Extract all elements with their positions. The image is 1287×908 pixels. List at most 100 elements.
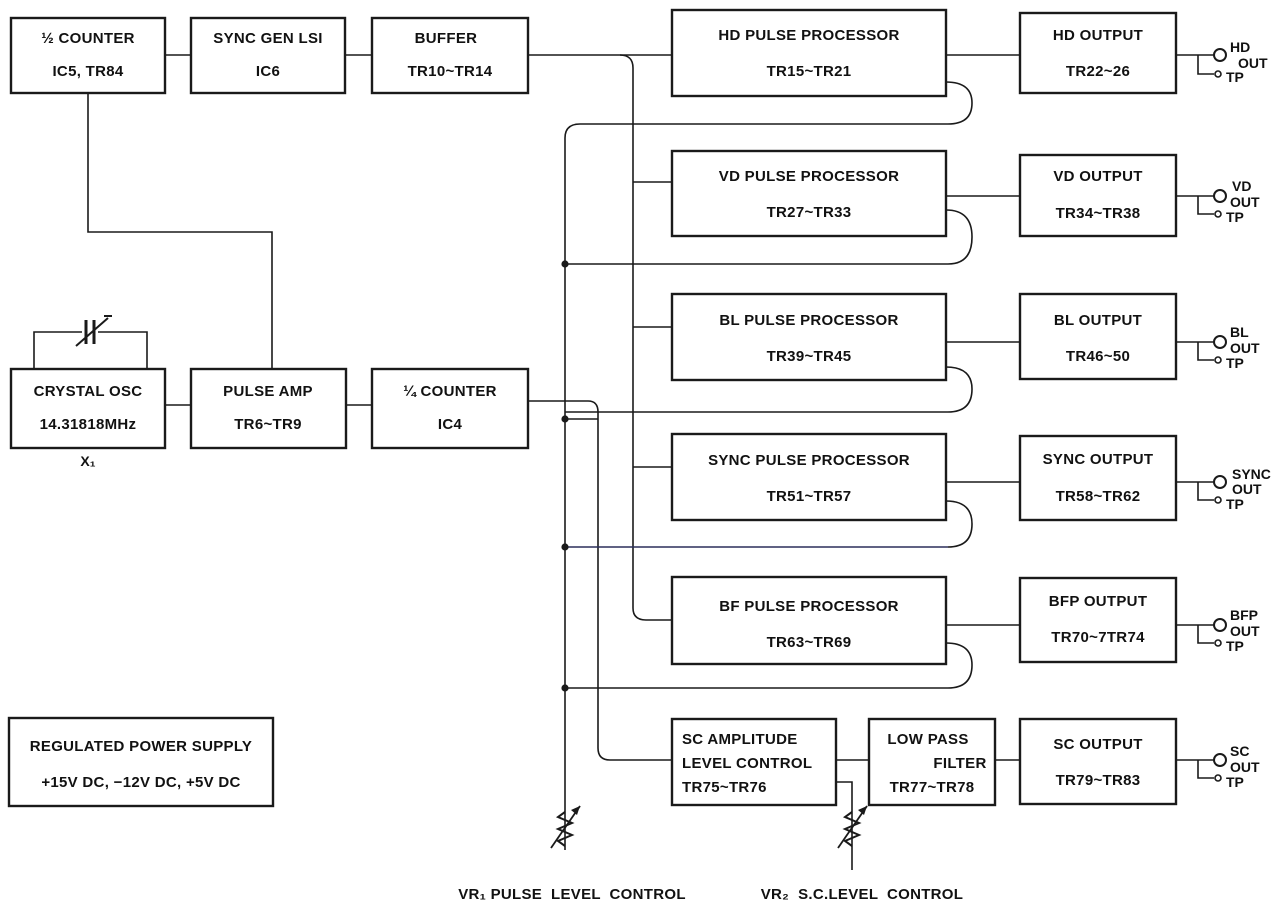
bl-terminal-tp: TP — [1226, 355, 1244, 371]
bfp-output-block: BFP OUTPUT TR70~7TR74 — [1018, 576, 1178, 664]
bl-terminal-name: BL — [1230, 324, 1249, 340]
vd-processor-title: VD PULSE PROCESSOR — [719, 168, 899, 185]
vd-pulse-processor-block: VD PULSE PROCESSOR TR27~TR33 — [670, 149, 948, 238]
quarter-counter-title: ¼ COUNTER — [403, 383, 497, 400]
sync-gen-title: SYNC GEN LSI — [213, 30, 322, 47]
sync-terminal-tp: TP — [1226, 496, 1244, 512]
sc-terminal: SC OUT TP — [1176, 743, 1260, 790]
sc-amplitude-line1: SC AMPLITUDE — [682, 731, 798, 748]
pulse-amp-title: PULSE AMP — [223, 383, 313, 400]
vd-terminal-out: OUT — [1230, 194, 1260, 210]
vd-terminal-tp: TP — [1226, 209, 1244, 225]
pulse-amp-block: PULSE AMP TR6~TR9 — [189, 367, 348, 450]
bl-output-transistors: TR46~50 — [1066, 348, 1130, 365]
vr2-label: VR₂ S.C.LEVEL CONTROL — [761, 886, 963, 903]
sc-output-block: SC OUTPUT TR79~TR83 — [1018, 717, 1178, 806]
sc-terminal-out: OUT — [1230, 759, 1260, 775]
buffer-title: BUFFER — [415, 30, 478, 47]
pulse-amp-transistors: TR6~TR9 — [234, 416, 302, 433]
vd-terminal: VD OUT TP — [1176, 178, 1260, 225]
sync-processor-transistors: TR51~TR57 — [767, 488, 852, 505]
sync-pulse-processor-block: SYNC PULSE PROCESSOR TR51~TR57 — [670, 432, 948, 522]
bfp-terminal: BFP OUT TP — [1176, 607, 1260, 654]
sync-output-block: SYNC OUTPUT TR58~TR62 — [1018, 434, 1178, 522]
vd-terminal-name: VD — [1232, 178, 1251, 194]
bl-output-block: BL OUTPUT TR46~50 — [1018, 292, 1178, 381]
hd-terminal-name: HD — [1230, 39, 1250, 55]
junction-dot — [561, 684, 569, 692]
lpf-line1: LOW PASS — [887, 731, 968, 748]
hd-terminal: HD OUT TP — [1176, 39, 1268, 85]
sync-terminal-name: SYNC — [1232, 466, 1271, 482]
hd-output-transistors: TR22~26 — [1066, 63, 1130, 80]
sc-amplitude-block: SC AMPLITUDE LEVEL CONTROL TR75~TR76 — [670, 717, 838, 807]
lpf-transistors: TR77~TR78 — [890, 779, 975, 796]
wiring — [33, 54, 1020, 870]
crystal-osc-title: CRYSTAL OSC — [34, 383, 143, 400]
sync-gen-block: SYNC GEN LSI IC6 — [189, 16, 347, 95]
quarter-counter-block: ¼ COUNTER IC4 — [370, 367, 530, 450]
bl-terminal: BL OUT TP — [1176, 324, 1260, 371]
sc-amplitude-transistors: TR75~TR76 — [682, 779, 767, 796]
vd-output-transistors: TR34~TR38 — [1056, 205, 1141, 222]
hd-out-jack-icon — [1213, 48, 1227, 62]
bf-processor-title: BF PULSE PROCESSOR — [719, 598, 899, 615]
bl-terminal-out: OUT — [1230, 340, 1260, 356]
crystal-ref-label: X₁ — [80, 453, 95, 469]
bl-processor-title: BL PULSE PROCESSOR — [719, 312, 898, 329]
bl-tp-point-icon — [1214, 356, 1222, 364]
half-counter-block: ½ COUNTER IC5, TR84 — [9, 16, 167, 95]
sync-out-jack-icon — [1213, 475, 1227, 489]
hd-terminal-out: OUT — [1238, 55, 1268, 71]
hd-output-block: HD OUTPUT TR22~26 — [1018, 11, 1178, 95]
bfp-out-jack-icon — [1213, 618, 1227, 632]
bl-output-title: BL OUTPUT — [1054, 312, 1142, 329]
bfp-output-title: BFP OUTPUT — [1049, 593, 1148, 610]
sc-amplitude-line2: LEVEL CONTROL — [682, 755, 812, 772]
hd-terminal-tp: TP — [1226, 69, 1244, 85]
low-pass-filter-block: LOW PASS FILTER TR77~TR78 — [867, 717, 997, 807]
sc-terminal-name: SC — [1230, 743, 1249, 759]
hd-processor-title: HD PULSE PROCESSOR — [718, 27, 899, 44]
hd-pulse-processor-block: HD PULSE PROCESSOR TR15~TR21 — [670, 8, 948, 98]
bfp-terminal-tp: TP — [1226, 638, 1244, 654]
trimmer-capacitor-icon — [75, 315, 112, 347]
lpf-line2: FILTER — [933, 755, 986, 772]
buffer-transistors: TR10~TR14 — [408, 63, 493, 80]
sync-output-transistors: TR58~TR62 — [1056, 488, 1141, 505]
power-supply-block: REGULATED POWER SUPPLY +15V DC, −12V DC,… — [7, 716, 275, 808]
junction-dot — [561, 260, 569, 268]
sync-gen-ic: IC6 — [256, 63, 280, 80]
vr1-variable-resistor-icon — [550, 805, 581, 849]
sync-output-title: SYNC OUTPUT — [1043, 451, 1154, 468]
bfp-terminal-name: BFP — [1230, 607, 1258, 623]
power-supply-voltages: +15V DC, −12V DC, +5V DC — [41, 774, 240, 791]
sync-tp-point-icon — [1214, 496, 1222, 504]
power-supply-title: REGULATED POWER SUPPLY — [30, 738, 252, 755]
sc-output-transistors: TR79~TR83 — [1056, 772, 1141, 789]
sc-out-jack-icon — [1213, 753, 1227, 767]
vd-output-title: VD OUTPUT — [1053, 168, 1142, 185]
junction-dot — [561, 415, 569, 423]
sync-terminal: SYNC OUT TP — [1176, 466, 1271, 512]
bl-out-jack-icon — [1213, 335, 1227, 349]
sc-tp-point-icon — [1214, 774, 1222, 782]
vd-output-block: VD OUTPUT TR34~TR38 — [1018, 153, 1178, 238]
junction-dot — [561, 543, 569, 551]
bf-processor-transistors: TR63~TR69 — [767, 634, 852, 651]
vd-out-jack-icon — [1213, 189, 1227, 203]
buffer-block: BUFFER TR10~TR14 — [370, 16, 530, 95]
bl-pulse-processor-block: BL PULSE PROCESSOR TR39~TR45 — [670, 292, 948, 382]
junctions — [561, 260, 569, 692]
quarter-counter-ic: IC4 — [438, 416, 463, 433]
sync-terminal-out: OUT — [1232, 481, 1262, 497]
crystal-osc-frequency: 14.31818MHz — [40, 416, 137, 433]
bl-processor-transistors: TR39~TR45 — [767, 348, 852, 365]
hd-output-title: HD OUTPUT — [1053, 27, 1143, 44]
vr2-variable-resistor-icon — [837, 805, 868, 849]
hd-processor-transistors: TR15~TR21 — [767, 63, 852, 80]
bfp-tp-point-icon — [1214, 639, 1222, 647]
half-counter-ic: IC5, TR84 — [52, 63, 123, 80]
bf-pulse-processor-block: BF PULSE PROCESSOR TR63~TR69 — [670, 575, 948, 666]
